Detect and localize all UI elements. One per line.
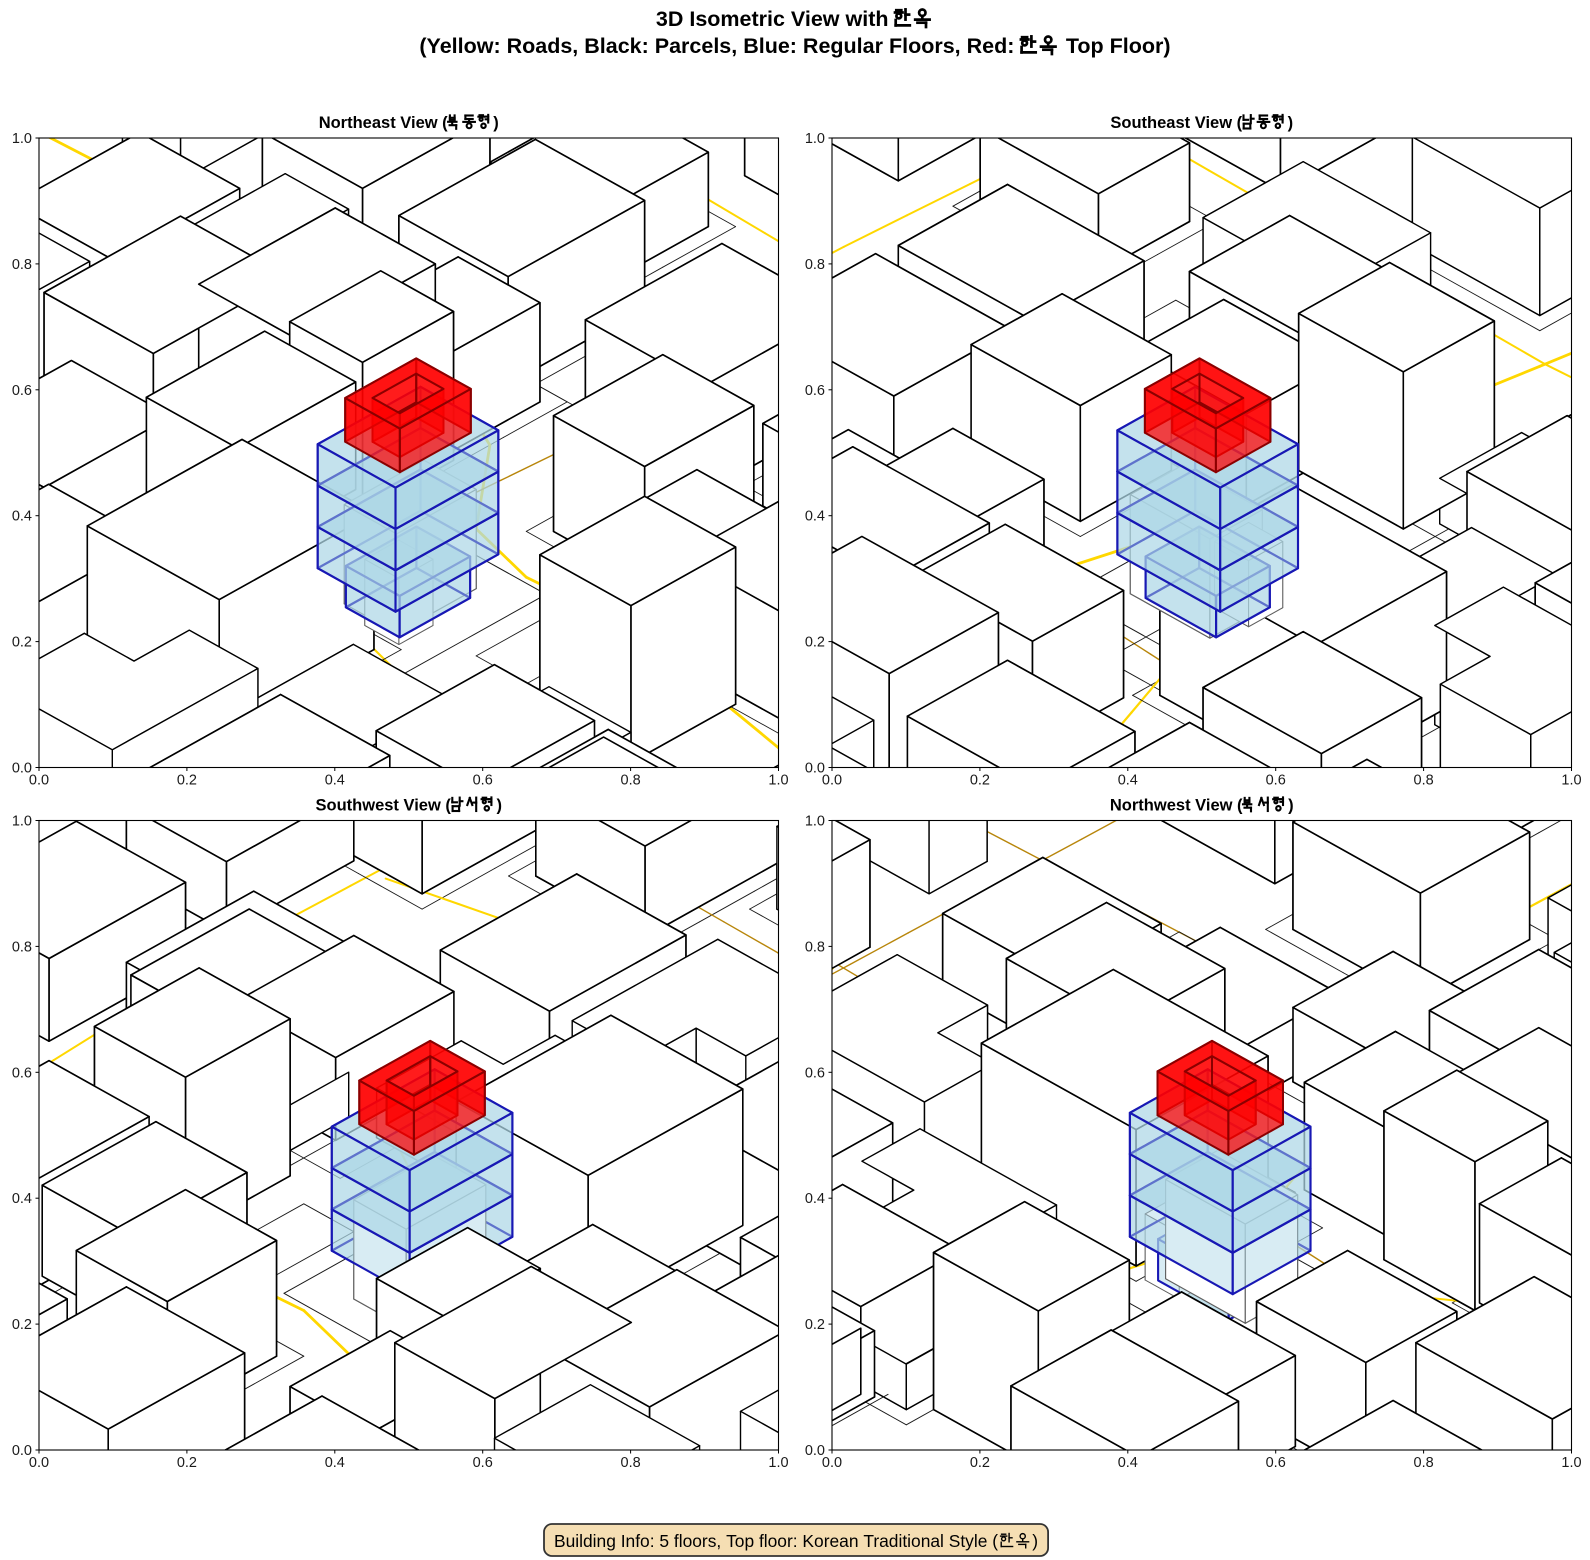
svg-text:1.0: 1.0 bbox=[768, 1455, 788, 1471]
svg-text:0.8: 0.8 bbox=[621, 773, 641, 789]
svg-text:0.8: 0.8 bbox=[1414, 773, 1434, 789]
svg-text:Southeast View (: Southeast View ( bbox=[1110, 114, 1242, 132]
svg-text:3D Isometric View with: 3D Isometric View with bbox=[656, 7, 895, 31]
svg-text:0.4: 0.4 bbox=[12, 1191, 32, 1207]
svg-text:0.0: 0.0 bbox=[12, 1443, 32, 1459]
svg-text:0.2: 0.2 bbox=[805, 1317, 825, 1333]
svg-text:Northeast View (: Northeast View ( bbox=[319, 114, 448, 132]
svg-text:0.6: 0.6 bbox=[12, 383, 32, 399]
svg-text:0.0: 0.0 bbox=[805, 1443, 825, 1459]
svg-text:0.6: 0.6 bbox=[473, 1455, 493, 1471]
svg-text:0.8: 0.8 bbox=[805, 939, 825, 955]
svg-text:0.2: 0.2 bbox=[12, 635, 32, 651]
svg-text:0.2: 0.2 bbox=[177, 1455, 197, 1471]
svg-text:1.0: 1.0 bbox=[1561, 1455, 1581, 1471]
svg-text:0.2: 0.2 bbox=[970, 1455, 990, 1471]
svg-text:0.2: 0.2 bbox=[970, 773, 990, 789]
svg-text:0.8: 0.8 bbox=[12, 257, 32, 273]
svg-text:Northwest View (: Northwest View ( bbox=[1110, 797, 1243, 815]
svg-text:0.8: 0.8 bbox=[621, 1455, 641, 1471]
svg-text:Top Floor): Top Floor) bbox=[1060, 34, 1171, 58]
svg-text:0.2: 0.2 bbox=[12, 1317, 32, 1333]
svg-text:1.0: 1.0 bbox=[768, 773, 788, 789]
svg-text:1.0: 1.0 bbox=[805, 814, 825, 830]
svg-text:0.8: 0.8 bbox=[805, 257, 825, 273]
svg-text:0.0: 0.0 bbox=[822, 1455, 842, 1471]
svg-text:1.0: 1.0 bbox=[12, 131, 32, 147]
svg-text:1.0: 1.0 bbox=[805, 131, 825, 147]
svg-text:0.6: 0.6 bbox=[805, 1065, 825, 1081]
svg-text:1.0: 1.0 bbox=[12, 814, 32, 830]
svg-text:0.4: 0.4 bbox=[12, 509, 32, 525]
svg-text:0.4: 0.4 bbox=[325, 773, 345, 789]
svg-text:(Yellow: Roads, Black: Parcels: (Yellow: Roads, Black: Parcels, Blue: Re… bbox=[419, 34, 1020, 58]
svg-text:): ) bbox=[497, 797, 503, 815]
svg-text:0.2: 0.2 bbox=[805, 635, 825, 651]
svg-text:1.0: 1.0 bbox=[1561, 773, 1581, 789]
svg-text:0.8: 0.8 bbox=[1414, 1455, 1434, 1471]
svg-text:0.0: 0.0 bbox=[822, 773, 842, 789]
svg-text:0.4: 0.4 bbox=[1118, 773, 1138, 789]
svg-text:0.4: 0.4 bbox=[325, 1455, 345, 1471]
svg-text:0.6: 0.6 bbox=[805, 383, 825, 399]
svg-text:0.4: 0.4 bbox=[805, 509, 825, 525]
svg-text:): ) bbox=[1288, 114, 1294, 132]
svg-text:0.4: 0.4 bbox=[805, 1191, 825, 1207]
svg-text:Building Info: 5 floors, Top f: Building Info: 5 floors, Top floor: Kore… bbox=[554, 1531, 998, 1551]
svg-text:0.6: 0.6 bbox=[1266, 773, 1286, 789]
svg-text:0.0: 0.0 bbox=[12, 761, 32, 777]
svg-text:0.0: 0.0 bbox=[29, 773, 49, 789]
svg-text:): ) bbox=[1288, 797, 1294, 815]
svg-text:0.6: 0.6 bbox=[12, 1065, 32, 1081]
svg-text:0.4: 0.4 bbox=[1118, 1455, 1138, 1471]
svg-text:0.6: 0.6 bbox=[1266, 1455, 1286, 1471]
svg-text:0.6: 0.6 bbox=[473, 773, 493, 789]
svg-text:0.0: 0.0 bbox=[805, 761, 825, 777]
svg-text:0.8: 0.8 bbox=[12, 939, 32, 955]
svg-text:): ) bbox=[493, 114, 499, 132]
svg-text:): ) bbox=[1032, 1531, 1038, 1551]
svg-text:0.0: 0.0 bbox=[29, 1455, 49, 1471]
svg-text:0.2: 0.2 bbox=[177, 773, 197, 789]
svg-text:Southwest View (: Southwest View ( bbox=[316, 797, 452, 815]
